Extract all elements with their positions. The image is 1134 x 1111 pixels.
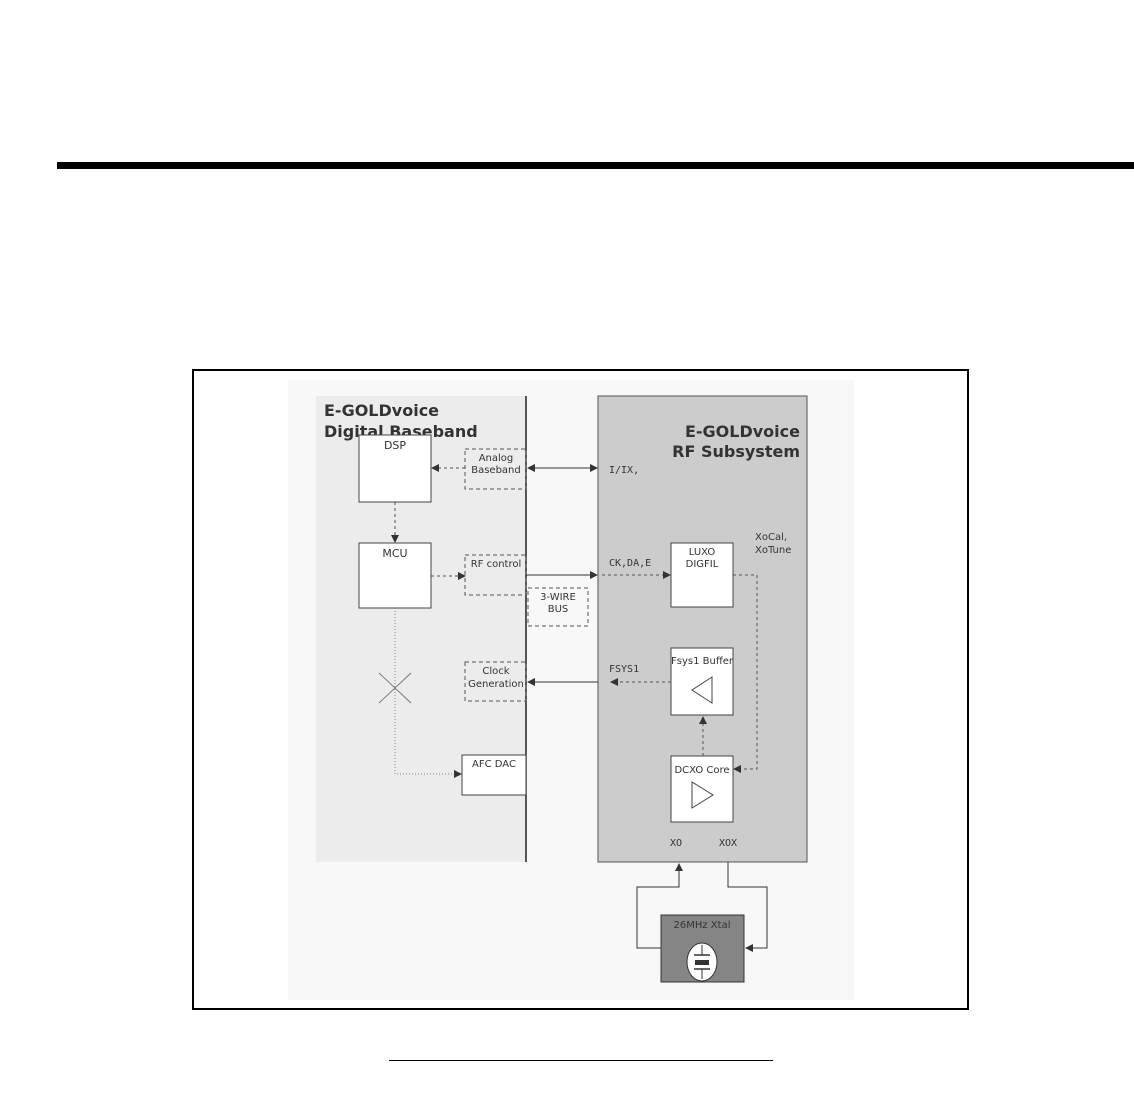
disabled-cross-2: [378, 672, 412, 704]
baseband-title-1: E-GOLDvoice: [324, 401, 439, 420]
bottom-rule: [389, 1060, 773, 1061]
analog-baseband-label-2: Baseband: [471, 465, 521, 476]
dsp-label: DSP: [384, 439, 406, 452]
amplifier-triangle-icon: [691, 781, 714, 809]
clock-generation-block: [464, 661, 527, 702]
signal-fsys1: FSYS1: [609, 664, 639, 675]
rf-title-1: E-GOLDvoice: [685, 422, 800, 441]
mcu-to-afc-dac-link: [394, 608, 462, 778]
luxo-digfil-block: [670, 542, 734, 608]
luxo-label-1: LUXO: [689, 547, 716, 558]
analog-baseband-label-1: Analog: [479, 453, 514, 464]
three-wire-label-1: 3-WIRE: [540, 592, 576, 603]
mcu-label: MCU: [382, 547, 407, 560]
fsys1-buffer-block: [670, 647, 734, 716]
top-rule: [57, 162, 1134, 169]
dcxo-core-label: DCXO Core: [674, 765, 729, 776]
figure-frame: [192, 369, 969, 1010]
signal-xotune: XoTune: [755, 545, 791, 556]
signal-xox: XOX: [719, 838, 737, 849]
buffer-triangle-icon: [691, 676, 713, 704]
xtal-label: 26MHz Xtal: [674, 920, 731, 931]
clock-gen-label-1: Clock: [482, 666, 509, 677]
fsys1-buffer-label: Fsys1 Buffer: [671, 656, 734, 667]
clock-gen-label-2: Generation: [468, 679, 524, 690]
afc-dac-block: [461, 754, 527, 796]
afc-dac-label: AFC DAC: [472, 759, 516, 770]
xox-link: [727, 862, 768, 952]
crystal-body: [695, 960, 709, 965]
signal-ck-da-e: CK,DA,E: [609, 558, 651, 569]
luxo-label-2: DIGFIL: [686, 559, 719, 570]
three-wire-bus-block: [527, 587, 589, 627]
signal-xocal: XoCal,: [755, 532, 787, 543]
signal-xo: XO: [670, 838, 682, 849]
three-wire-label-2: BUS: [548, 604, 569, 615]
dsp-block: [358, 434, 432, 503]
signal-i-ix: I/IX,: [609, 465, 639, 476]
rf-control-label: RF control: [471, 559, 522, 570]
xo-link: [636, 863, 683, 949]
analog-baseband-block: [464, 448, 527, 490]
xocal-xotune-link: [733, 574, 758, 773]
rf-title-2: RF Subsystem: [672, 442, 800, 461]
dcxo-core-block: [670, 755, 734, 823]
